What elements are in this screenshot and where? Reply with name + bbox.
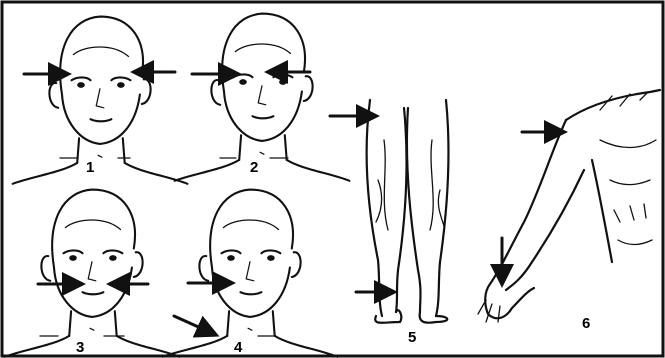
panel-1-head [13,17,188,184]
panel-label-5: 5 [408,330,416,345]
panel-6-torso [478,90,660,322]
panel-label-3: 3 [76,340,84,355]
panel-3-head [5,190,180,357]
panel-label-1: 1 [86,160,94,175]
panel-5-legs [330,100,448,323]
panel-label-2: 2 [250,160,258,175]
panel-2-head [175,14,350,181]
panel-label-6: 6 [582,316,590,331]
arrow-icon [174,316,214,334]
panel-4-head [163,190,338,357]
panel-label-4: 4 [234,340,242,355]
